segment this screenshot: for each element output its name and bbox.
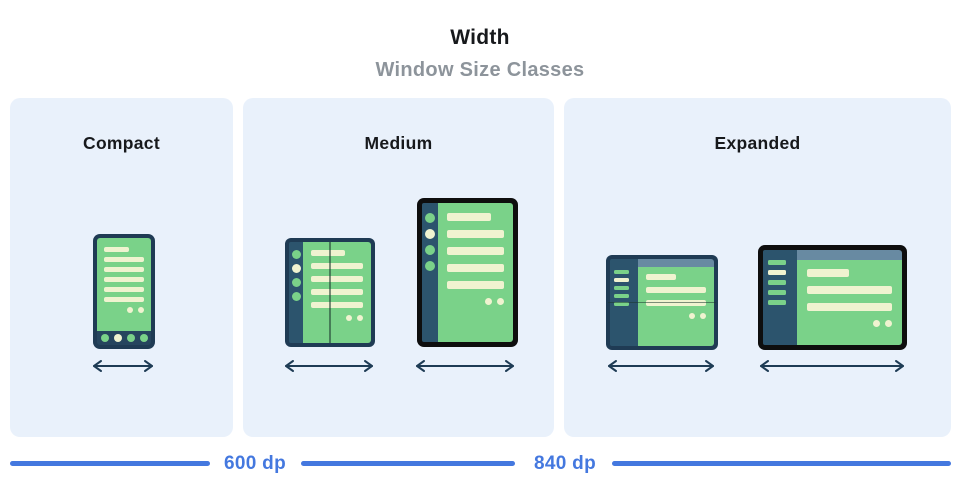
nav-rail [422, 203, 438, 342]
foldable-open-mockup [285, 238, 375, 347]
nav-dot [113, 334, 122, 342]
medium-tablet-width-arrow-icon [416, 360, 514, 372]
action-dot [485, 298, 492, 305]
medium-size-class-panel: Medium [243, 98, 554, 437]
compact-width-arrow-icon [93, 360, 153, 372]
menu-line [768, 280, 786, 285]
nav-dot [126, 334, 135, 342]
rail-dot [425, 261, 435, 271]
fold-crease [608, 301, 716, 304]
medium-panel-label: Medium [364, 133, 433, 153]
action-dot [127, 307, 133, 313]
app-window [797, 250, 902, 345]
skeleton-line [447, 213, 491, 221]
action-dots [104, 307, 144, 313]
skeleton-line [104, 257, 144, 262]
expanded-size-class-panel: Expanded [564, 98, 951, 437]
expanded-foldable-width-arrow-icon [608, 360, 714, 372]
menu-line [768, 260, 786, 265]
action-dot [885, 320, 892, 327]
menu-line [768, 300, 786, 305]
diagram-subtitle: Window Size Classes [375, 59, 585, 81]
skeleton-line [104, 297, 144, 302]
menu-line [768, 270, 786, 275]
action-dot [346, 315, 352, 321]
skeleton-line [807, 286, 892, 294]
tablet-portrait-mockup [417, 198, 518, 347]
phone-mockup [93, 234, 155, 349]
rail-dot [291, 250, 301, 259]
action-dots [646, 313, 706, 319]
nav-dot [139, 334, 148, 342]
app-content [638, 267, 714, 346]
compact-panel-label: Compact [83, 133, 160, 153]
skeleton-line [311, 263, 363, 269]
skeleton-line [807, 269, 849, 277]
breakpoint-600dp-label: 600 dp [224, 453, 286, 474]
skeleton-line [447, 281, 504, 289]
skeleton-line [311, 302, 363, 308]
tablet-screen [438, 203, 513, 342]
ruler-line-segment [301, 461, 515, 466]
skeleton-line [447, 247, 504, 255]
skeleton-line [104, 267, 144, 272]
rail-dot [291, 278, 301, 287]
foldable-landscape-mockup [606, 255, 718, 350]
expanded-panel-label: Expanded [714, 133, 801, 153]
nav-dot [100, 334, 109, 342]
menu-line [614, 286, 629, 290]
skeleton-line [104, 287, 144, 292]
skeleton-line [646, 274, 676, 280]
skeleton-line [447, 264, 504, 272]
tablet-landscape-mockup [758, 245, 907, 350]
action-dot [689, 313, 695, 319]
rail-dot [425, 213, 435, 223]
skeleton-line [311, 250, 345, 256]
menu-line [614, 302, 629, 306]
skeleton-line [311, 289, 363, 295]
breakpoint-840dp-label: 840 dp [534, 453, 596, 474]
action-dot [873, 320, 880, 327]
diagram-title: Width [450, 26, 510, 49]
menu-line [614, 294, 629, 298]
compact-size-class-panel: Compact [10, 98, 233, 437]
menu-line [614, 270, 629, 274]
fold-crease [329, 242, 331, 343]
app-top-bar [797, 250, 902, 260]
rail-dot [291, 264, 301, 273]
foldable-screen [303, 242, 371, 343]
action-dots [807, 320, 892, 327]
skeleton-line [447, 230, 504, 238]
rail-dot [425, 245, 435, 255]
action-dots [311, 315, 363, 321]
phone-nav-bar [97, 331, 151, 345]
diagram-header: Width Window Size Classes [0, 26, 960, 82]
app-top-bar [638, 259, 714, 267]
skeleton-line [104, 247, 129, 252]
skeleton-line [104, 277, 144, 282]
medium-foldable-width-arrow-icon [285, 360, 373, 372]
ruler-line-segment [612, 461, 951, 466]
phone-screen [97, 238, 151, 331]
action-dot [138, 307, 144, 313]
sidebar-menu [763, 250, 797, 345]
action-dot [700, 313, 706, 319]
rail-dot [425, 229, 435, 239]
menu-line [768, 290, 786, 295]
expanded-tablet-width-arrow-icon [760, 360, 904, 372]
app-content [797, 260, 902, 345]
ruler-line-segment [10, 461, 210, 466]
nav-rail [289, 242, 303, 343]
skeleton-line [311, 276, 363, 282]
skeleton-line [807, 303, 892, 311]
rail-dot [291, 292, 301, 301]
menu-line [614, 278, 629, 282]
skeleton-line [646, 287, 706, 293]
action-dots [447, 298, 504, 305]
action-dot [357, 315, 363, 321]
action-dot [497, 298, 504, 305]
